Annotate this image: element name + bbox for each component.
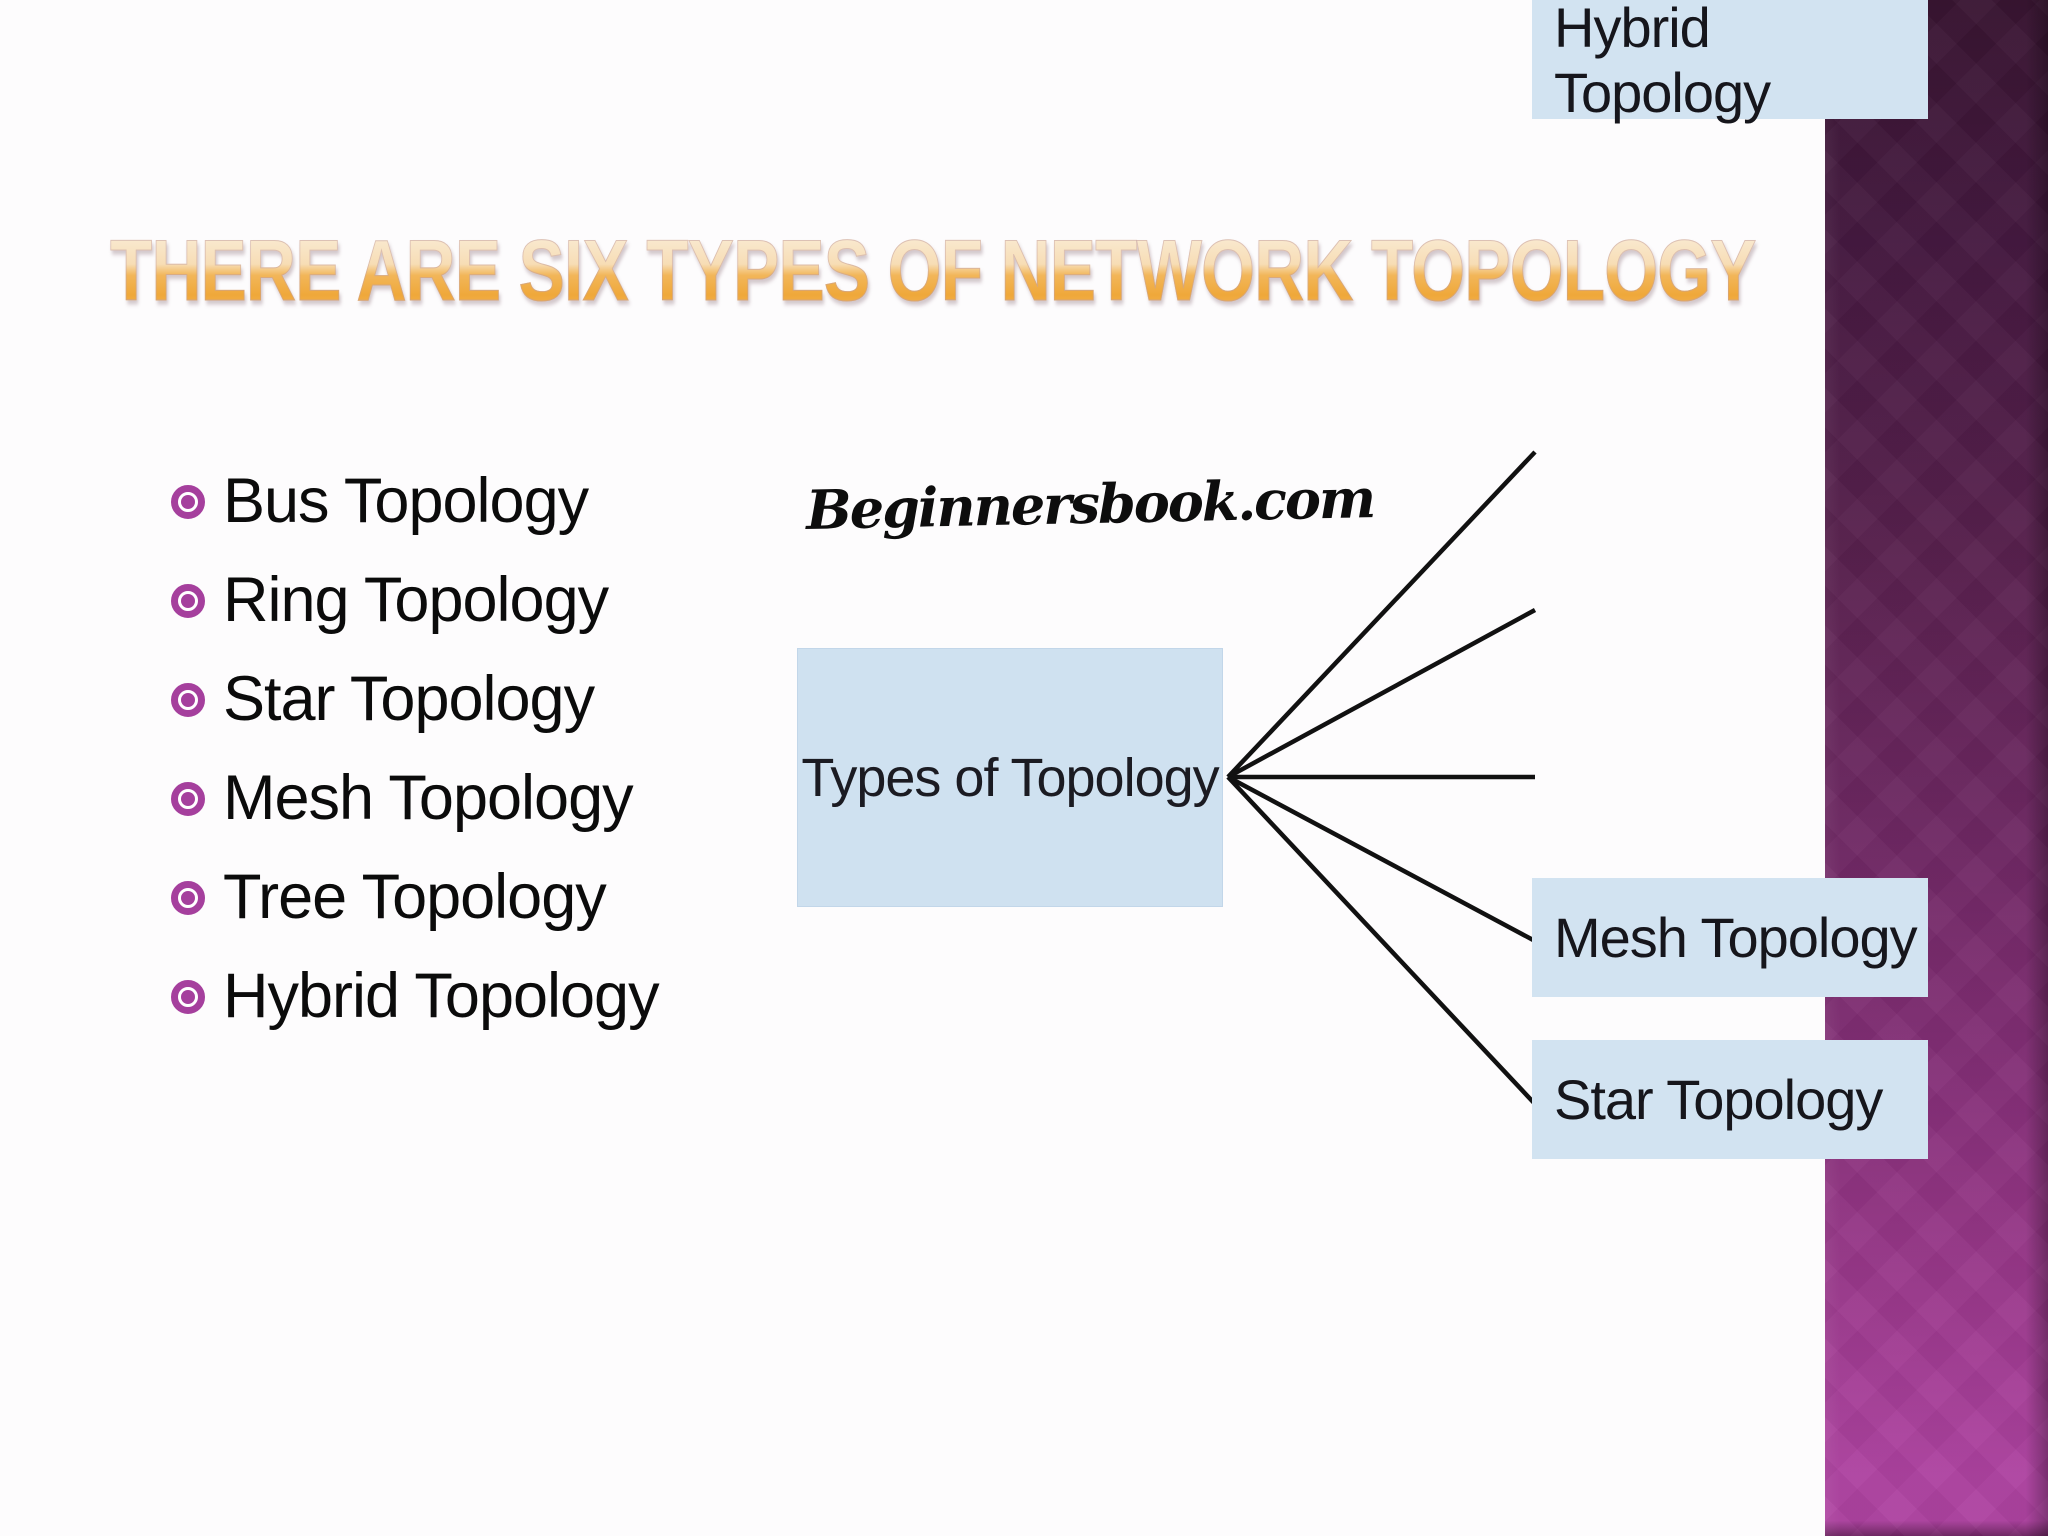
list-item: Star Topology bbox=[171, 650, 659, 749]
list-item: Tree Topology bbox=[171, 848, 659, 947]
list-item-label: Mesh Topology bbox=[223, 763, 634, 833]
beginnersbook-watermark: Beginnersbook.com bbox=[805, 466, 1375, 542]
diagram-node-mesh: Mesh Topology bbox=[1532, 878, 1928, 997]
list-item: Ring Topology bbox=[171, 551, 659, 650]
list-item: Mesh Topology bbox=[171, 749, 659, 848]
list-item: Hybrid Topology bbox=[171, 947, 660, 1046]
diagram-node-star: Star Topology bbox=[1532, 1040, 1928, 1159]
list-item: Bus Topology bbox=[171, 452, 659, 551]
purple-accent-band bbox=[1825, 0, 2048, 1536]
diagram-root-node: Types of Topology bbox=[797, 648, 1223, 907]
list-item-label: Star Topology bbox=[223, 664, 595, 734]
list-item-label: Ring Topology bbox=[223, 565, 609, 635]
bullet-icon bbox=[171, 682, 205, 717]
bullet-icon bbox=[171, 979, 205, 1014]
bullet-icon bbox=[171, 583, 205, 618]
bullet-icon bbox=[171, 781, 205, 816]
list-item-label: Tree Topology bbox=[223, 862, 607, 932]
bullet-icon bbox=[171, 880, 205, 915]
topology-bullet-list: Bus Topology Ring Topology Star Topology… bbox=[171, 452, 660, 1046]
diagram-node-hybrid: Hybrid Topology bbox=[1532, 0, 1928, 124]
list-item-label: Bus Topology bbox=[223, 466, 589, 536]
slide-title: THERE ARE SIX TYPES OF NETWORK TOPOLOGY bbox=[110, 223, 1757, 319]
list-item-label: Hybrid Topology bbox=[223, 961, 660, 1031]
bullet-icon bbox=[171, 484, 205, 519]
